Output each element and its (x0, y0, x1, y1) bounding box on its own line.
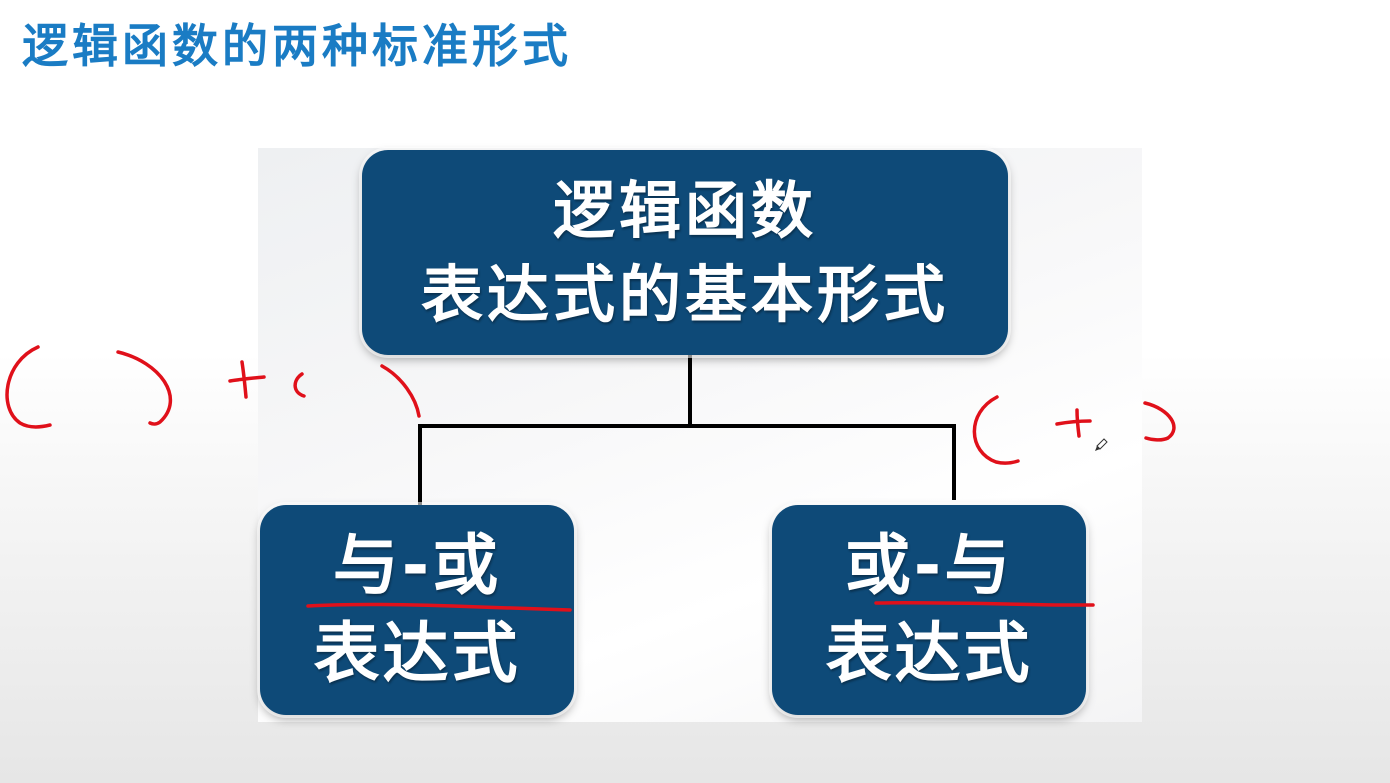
and-or-expression-label: 表达式 (313, 615, 521, 692)
and-or-label: 与-或 (332, 527, 502, 604)
and-or-expression-node: 与-或 表达式 (260, 505, 574, 715)
slide-title: 逻辑函数的两种标准形式 (22, 19, 572, 73)
ink-plus-vertical (240, 360, 248, 399)
root-node: 逻辑函数 表达式的基本形式 (362, 150, 1008, 355)
or-and-label: 或-与 (844, 527, 1014, 604)
or-and-expression-node: 或-与 表达式 (772, 505, 1086, 715)
ink-left-open-paren (5, 345, 52, 429)
ink-left-close-paren (116, 350, 173, 426)
root-node-subtitle: 表达式的基本形式 (420, 257, 949, 331)
or-and-expression-label: 表达式 (825, 615, 1033, 692)
root-node-title: 逻辑函数 (552, 173, 817, 247)
ink-right-close-paren (1143, 401, 1176, 442)
